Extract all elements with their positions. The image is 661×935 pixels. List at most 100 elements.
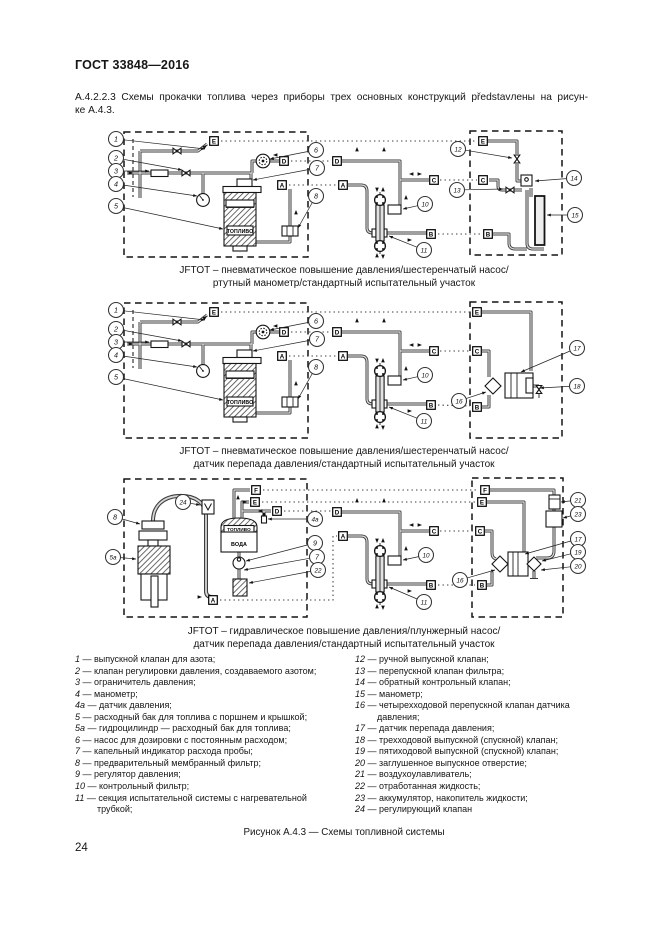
svg-text:B: B bbox=[486, 231, 491, 238]
svg-text:23: 23 bbox=[573, 512, 582, 519]
svg-text:E: E bbox=[480, 499, 484, 506]
svg-text:8: 8 bbox=[314, 363, 318, 372]
svg-text:16: 16 bbox=[456, 578, 464, 585]
callout-8: 8 bbox=[106, 508, 141, 526]
letter-square-B: B bbox=[426, 229, 436, 239]
caption-line: JFTOT – пневматическое повышение давлени… bbox=[179, 446, 509, 457]
callout-2: 2 bbox=[107, 320, 183, 342]
legend-item-8: 8 — предварительный мембранный фильтр; bbox=[75, 757, 261, 768]
legend-item-24: 24 — регулирующий клапан bbox=[355, 804, 473, 815]
letter-square-E: E bbox=[472, 307, 482, 317]
callout-19: 19 bbox=[541, 543, 587, 562]
svg-text:7: 7 bbox=[315, 553, 320, 562]
dashed-boundaries bbox=[123, 301, 563, 439]
letter-square-A: A bbox=[277, 351, 287, 361]
svg-text:A: A bbox=[341, 533, 346, 540]
legend-item-5: 5 — расходный бак для топлива с поршнем … bbox=[75, 711, 308, 722]
svg-text:E: E bbox=[253, 499, 257, 506]
svg-text:7: 7 bbox=[315, 164, 320, 173]
svg-text:12: 12 bbox=[454, 147, 462, 154]
letter-square-D: D bbox=[272, 506, 282, 516]
intro-paragraph-line2: ке А.4.3. bbox=[75, 105, 115, 116]
legend-item-15: 15 — манометр; bbox=[355, 688, 423, 699]
svg-text:13: 13 bbox=[453, 188, 461, 195]
letter-square-F: F bbox=[251, 485, 261, 495]
legend-item-3: 3 — ограничитель давления; bbox=[75, 677, 196, 688]
letter-square-C: C bbox=[429, 526, 439, 536]
legend-item-16: 16 — четырехходовой перепускной клапан д… bbox=[355, 700, 570, 722]
legend-item-7: 7 — капельный индикатор расхода пробы; bbox=[75, 746, 253, 757]
letter-square-E: E bbox=[477, 497, 487, 507]
svg-text:8: 8 bbox=[113, 513, 117, 522]
svg-text:16: 16 bbox=[455, 399, 463, 406]
svg-text:D: D bbox=[335, 329, 340, 336]
svg-text:17: 17 bbox=[574, 537, 582, 544]
letter-square-A: A bbox=[277, 180, 287, 190]
letter-square-D: D bbox=[332, 156, 342, 166]
svg-text:24: 24 bbox=[178, 500, 187, 507]
legend-item-1: 1 — выпускной клапан для азота; bbox=[75, 654, 216, 664]
callout-4: 4 bbox=[107, 175, 198, 197]
svg-text:E: E bbox=[212, 138, 216, 145]
legend-item-19: 19 — пятиходовой выпускной (спускной) кл… bbox=[355, 746, 559, 757]
svg-text:F: F bbox=[254, 487, 258, 494]
callout-4а: 4а bbox=[268, 510, 324, 528]
callout-10: 10 bbox=[402, 366, 434, 384]
figure-caption: Рисунок А.4.3 — Схемы топливной системы bbox=[243, 827, 445, 838]
callout-11: 11 bbox=[388, 235, 433, 259]
letter-square-B: B bbox=[426, 580, 436, 590]
callout-8: 8 bbox=[297, 187, 325, 229]
caption-line: датчик перепада давления/стандартный исп… bbox=[193, 638, 495, 650]
svg-text:5: 5 bbox=[114, 373, 119, 382]
svg-text:E: E bbox=[481, 138, 485, 145]
diagram-3-schematic: ТОПЛИВОВОДАFEDADACBFECB2485а4а9722101121… bbox=[104, 477, 587, 618]
svg-text:B: B bbox=[475, 404, 480, 411]
letter-square-C: C bbox=[472, 346, 482, 356]
svg-text:14: 14 bbox=[570, 176, 578, 183]
callout-21: 21 bbox=[560, 491, 587, 509]
callout-23: 23 bbox=[562, 505, 587, 523]
letter-square-D: D bbox=[332, 507, 342, 517]
svg-text:A: A bbox=[280, 353, 285, 360]
svg-text:11: 11 bbox=[421, 419, 428, 426]
piping bbox=[127, 310, 543, 430]
svg-text:19: 19 bbox=[574, 550, 582, 557]
svg-text:20: 20 bbox=[573, 564, 582, 571]
page-number: 24 bbox=[75, 842, 88, 854]
legend-item-4: 4 — манометр; bbox=[75, 688, 138, 699]
svg-text:5а: 5а bbox=[109, 555, 117, 562]
legend-item-14: 14 — обратный контрольный клапан; bbox=[355, 677, 511, 688]
svg-text:8: 8 bbox=[314, 192, 318, 201]
letter-square-C: C bbox=[429, 346, 439, 356]
svg-text:6: 6 bbox=[314, 317, 318, 326]
svg-text:C: C bbox=[432, 528, 437, 535]
svg-text:9: 9 bbox=[313, 539, 317, 548]
svg-text:2: 2 bbox=[113, 325, 118, 334]
letter-square-B: B bbox=[477, 580, 487, 590]
caption-line: JFTOT – гидравлическое повышение давлени… bbox=[187, 626, 501, 637]
callout-8: 8 bbox=[297, 358, 325, 400]
svg-text:A: A bbox=[341, 353, 346, 360]
legend-item-2: 2 — клапан регулировки давления, создава… bbox=[75, 665, 317, 676]
svg-text:C: C bbox=[481, 177, 486, 184]
callout-7: 7 bbox=[243, 548, 326, 571]
svg-text:22: 22 bbox=[313, 568, 322, 575]
legend-item-12: 12 — ручной выпускной клапан; bbox=[355, 654, 489, 664]
tank-label: ВОДА bbox=[231, 542, 247, 548]
svg-text:4а: 4а bbox=[311, 517, 319, 524]
callout-1: 1 bbox=[107, 130, 206, 151]
callout-4: 4 bbox=[107, 346, 198, 368]
callout-24: 24 bbox=[174, 493, 201, 511]
callout-12: 12 bbox=[449, 140, 513, 159]
legend-item-21: 21 — воздухоулавливатель; bbox=[355, 769, 472, 780]
callout-16: 16 bbox=[450, 391, 487, 410]
letter-square-C: C bbox=[429, 175, 439, 185]
svg-text:18: 18 bbox=[573, 384, 581, 391]
callout-5: 5 bbox=[107, 368, 224, 401]
svg-text:A: A bbox=[211, 597, 216, 604]
svg-text:2: 2 bbox=[113, 154, 118, 163]
legend-item-17: 17 — датчик перепада давления; bbox=[355, 723, 495, 734]
letter-square-E: E bbox=[250, 497, 260, 507]
